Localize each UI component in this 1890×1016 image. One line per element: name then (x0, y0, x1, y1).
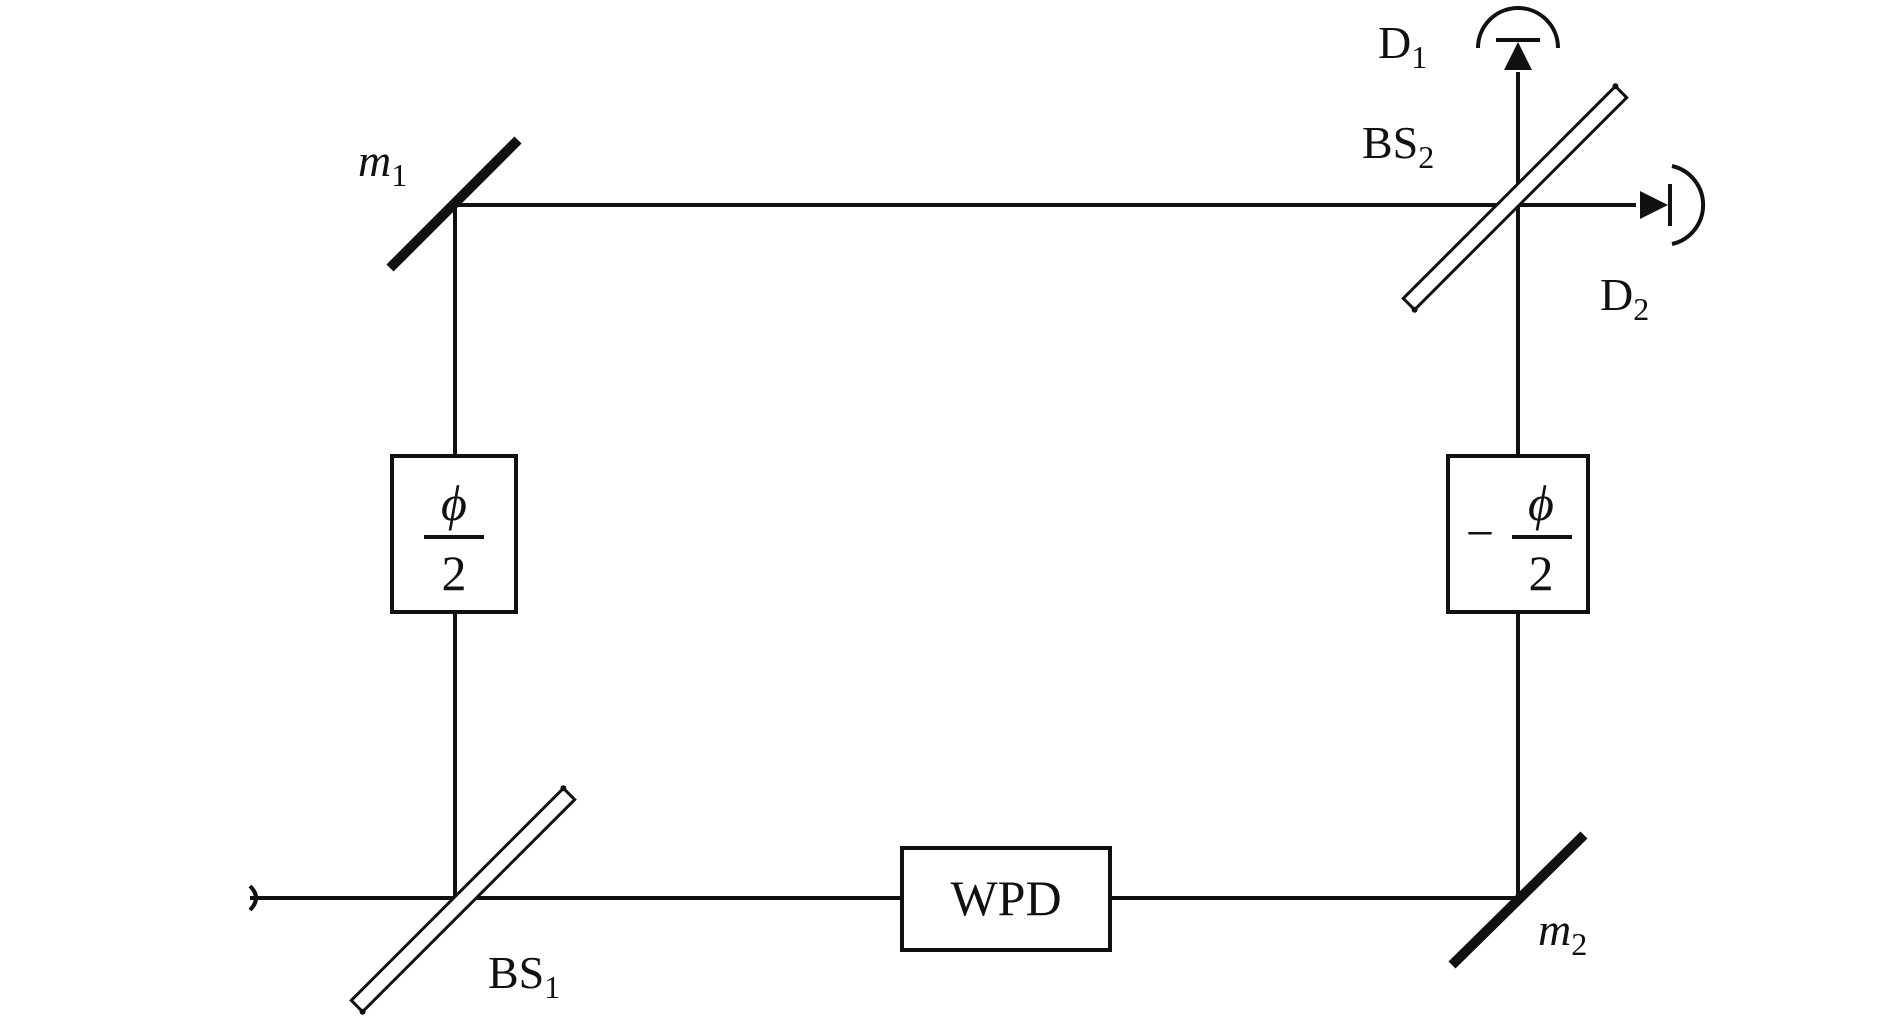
phase-right-numerator: ϕ (1528, 475, 1554, 531)
phase-left-denominator: 2 (442, 545, 467, 601)
phase-right-sign: − (1466, 505, 1494, 561)
beam-splitter-bs2 (1401, 83, 1629, 313)
d2-arrowhead-icon (1640, 191, 1668, 219)
phase-box-right (1446, 454, 1590, 614)
label-m1: m1 (358, 135, 407, 193)
mirror-m1 (386, 136, 522, 272)
beam-splitter-bs1 (349, 785, 577, 1015)
label-bs2: BS2 (1362, 117, 1434, 175)
phase-box-left (390, 454, 518, 614)
detector-d2 (1632, 164, 1706, 246)
label-bs1: BS1 (488, 947, 560, 1005)
wpd-label: WPD (950, 870, 1061, 926)
d2-detector-icon (1671, 164, 1706, 246)
label-m2: m2 (1538, 904, 1587, 962)
label-d2: D2 (1600, 269, 1649, 327)
input-arrow-icon (248, 884, 258, 912)
label-d1: D1 (1378, 17, 1427, 75)
phase-right-denominator: 2 (1529, 545, 1554, 601)
detector-d1 (1476, 6, 1560, 70)
beam-paths (250, 72, 1632, 900)
wpd-box (900, 846, 1112, 952)
mirror-m2 (1448, 831, 1588, 969)
phase-left-numerator: ϕ (441, 475, 467, 531)
d1-detector-icon (1476, 6, 1560, 49)
d1-arrowhead-icon (1504, 42, 1532, 70)
